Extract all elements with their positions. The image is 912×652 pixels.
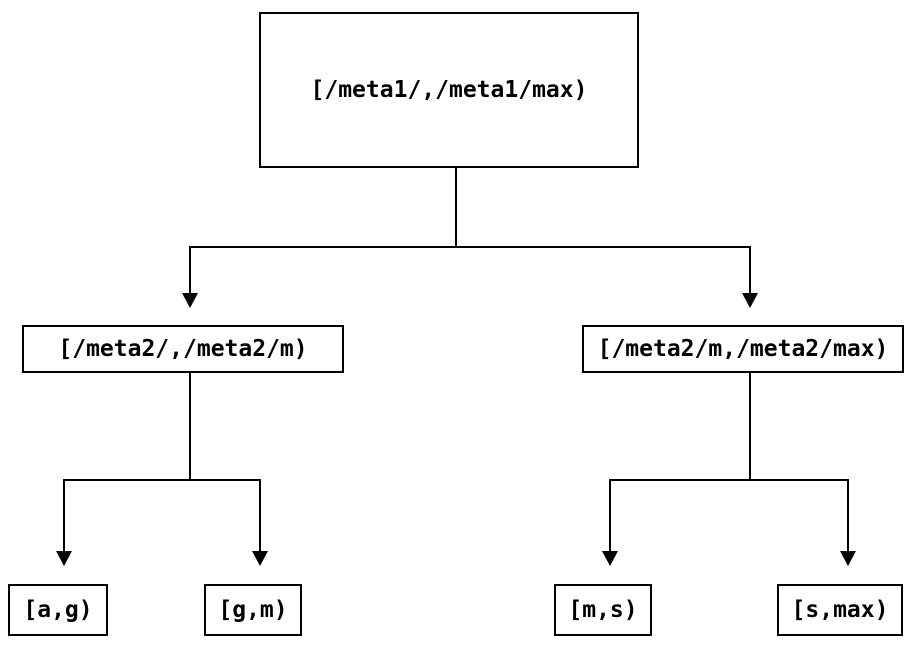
edge-meta2-high-to-leaf-ms-line	[609, 481, 611, 551]
edge-meta2-low-trunk-line	[189, 373, 191, 480]
edge-meta2-high-to-leaf-smax-line	[847, 481, 849, 551]
node-leaf-gm-label: [g,m)	[218, 597, 288, 623]
arrowhead-to-leaf-ms-icon	[602, 551, 618, 566]
edge-meta2-high-branch-bar	[609, 479, 849, 481]
edge-meta2-high-trunk-line	[749, 373, 751, 480]
node-meta2-high: [/meta2/m,/meta2/max)	[582, 325, 904, 373]
node-leaf-ag-label: [a,g)	[23, 597, 93, 623]
edge-root-branch-bar	[189, 246, 751, 248]
node-meta2-low-label: [/meta2/,/meta2/m)	[58, 336, 308, 362]
edge-root-trunk-line	[455, 168, 457, 248]
edge-meta2-low-to-leaf-ag-line	[63, 481, 65, 551]
arrowhead-to-leaf-gm-icon	[252, 551, 268, 566]
node-leaf-smax: [s,max)	[777, 584, 903, 636]
node-meta2-low: [/meta2/,/meta2/m)	[22, 325, 344, 373]
arrowhead-to-meta2-high-icon	[742, 293, 758, 308]
node-leaf-smax-label: [s,max)	[791, 597, 889, 623]
node-leaf-ms: [m,s)	[554, 584, 652, 636]
node-meta2-high-label: [/meta2/m,/meta2/max)	[597, 336, 889, 362]
edge-meta2-low-to-leaf-gm-line	[259, 481, 261, 551]
node-leaf-ag: [a,g)	[8, 584, 108, 636]
arrowhead-to-leaf-ag-icon	[56, 551, 72, 566]
node-leaf-gm: [g,m)	[204, 584, 302, 636]
node-root: [/meta1/,/meta1/max)	[259, 12, 639, 168]
node-leaf-ms-label: [m,s)	[568, 597, 638, 623]
edge-meta2-low-branch-bar	[63, 479, 261, 481]
arrowhead-to-meta2-low-icon	[182, 293, 198, 308]
node-root-label: [/meta1/,/meta1/max)	[310, 77, 588, 103]
edge-root-to-meta2-high-line	[749, 248, 751, 293]
arrowhead-to-leaf-smax-icon	[840, 551, 856, 566]
edge-root-to-meta2-low-line	[189, 248, 191, 293]
